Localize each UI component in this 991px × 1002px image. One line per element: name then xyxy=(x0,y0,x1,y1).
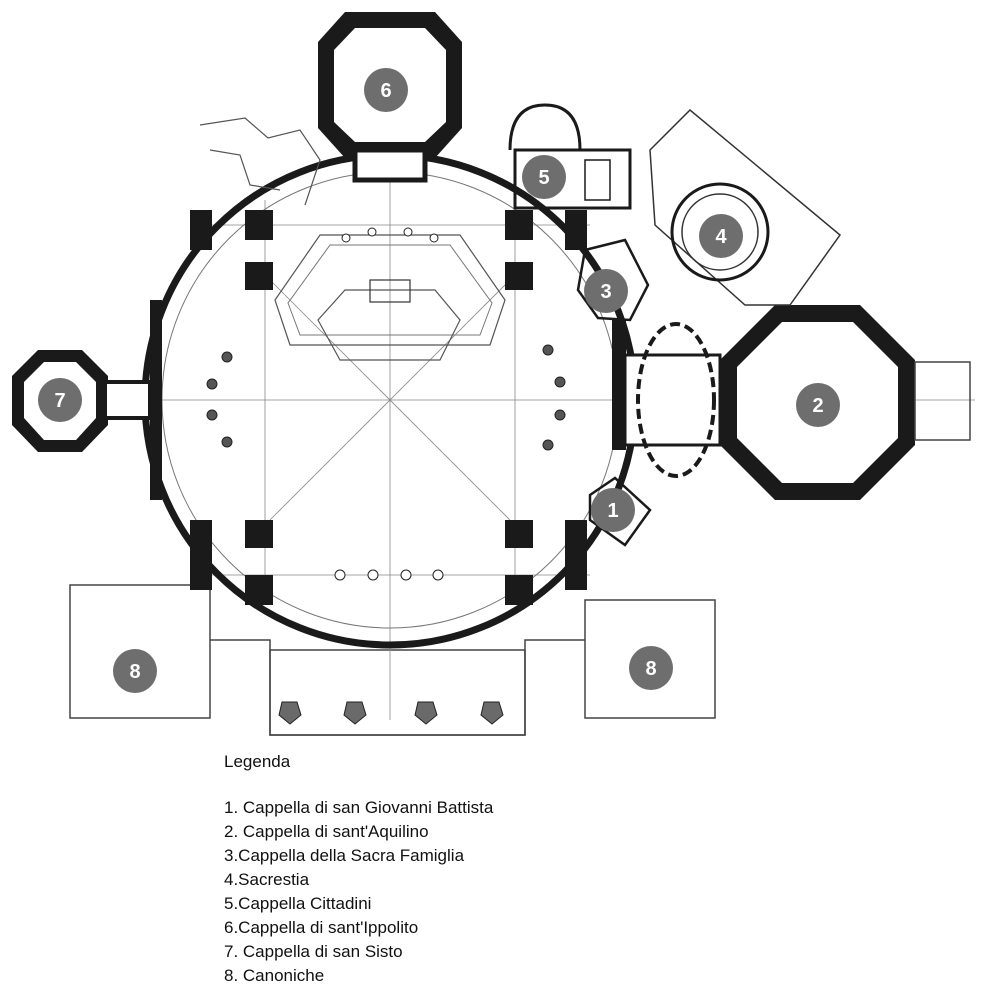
legend-item: 6.Cappella di sant'Ippolito xyxy=(224,918,419,937)
legend-item: 2. Cappella di sant'Aquilino xyxy=(224,822,429,841)
sacrestia-structure xyxy=(649,108,842,306)
marker-2-label: 2 xyxy=(812,395,823,417)
floor-plan: 1 2 3 4 5 6 7 8 8 xyxy=(12,12,975,736)
legend-item: 7. Cappella di san Sisto xyxy=(224,942,403,961)
columns xyxy=(206,344,566,451)
marker-8-left-label: 8 xyxy=(129,661,140,683)
marker-8-right-label: 8 xyxy=(645,658,656,680)
legend-item: 1. Cappella di san Giovanni Battista xyxy=(224,798,494,817)
marker-7: 7 xyxy=(38,378,82,422)
legend-title: Legenda xyxy=(224,752,291,771)
marker-6-label: 6 xyxy=(380,80,391,102)
upper-left-fragments xyxy=(199,117,321,206)
marker-1: 1 xyxy=(591,488,635,532)
marker-4: 4 xyxy=(699,214,743,258)
chapel-5-structure xyxy=(508,103,632,210)
legend-item: 8. Canoniche xyxy=(224,966,325,985)
marker-5-label: 5 xyxy=(538,167,549,189)
marker-5: 5 xyxy=(522,155,566,199)
marker-1-label: 1 xyxy=(607,500,618,522)
chapel-1-structure xyxy=(588,476,652,547)
marker-4-label: 4 xyxy=(715,226,727,248)
marker-8-right: 8 xyxy=(629,646,673,690)
marker-3-label: 3 xyxy=(600,281,611,303)
canoniche-outlines xyxy=(69,584,716,736)
column-rings-open xyxy=(334,227,444,581)
legend-item: 4.Sacrestia xyxy=(224,870,310,889)
legend-list: 1. Cappella di san Giovanni Battista 2. … xyxy=(224,796,493,988)
entrance-piers xyxy=(278,701,504,725)
legend-item: 3.Cappella della Sacra Famiglia xyxy=(224,846,465,865)
piers xyxy=(150,210,626,605)
chapel-3-structure xyxy=(576,238,650,322)
marker-7-label: 7 xyxy=(54,390,65,412)
legend: Legenda 1. Cappella di san Giovanni Batt… xyxy=(224,750,493,988)
marker-6: 6 xyxy=(364,68,408,112)
legend-item: 5.Cappella Cittadini xyxy=(224,894,372,913)
marker-2: 2 xyxy=(796,383,840,427)
marker-8-left: 8 xyxy=(113,649,157,693)
marker-3: 3 xyxy=(584,269,628,313)
